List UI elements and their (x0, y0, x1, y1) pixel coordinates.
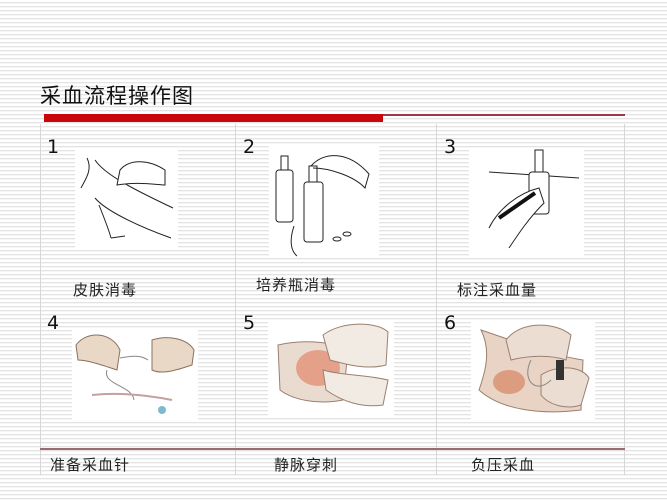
culture-bottle-disinfection-illustration (269, 146, 379, 258)
vacuum-blood-collection-illustration (471, 320, 595, 420)
grid-line (40, 124, 41, 475)
step-number: 1 (47, 136, 60, 158)
grid-line (624, 124, 625, 475)
step-card-4: 4 准备采血针 (40, 300, 235, 475)
step-label: 标注采血量 (457, 281, 538, 299)
step-number: 6 (444, 312, 457, 334)
venipuncture-illustration (268, 320, 394, 416)
step-number: 2 (243, 136, 256, 158)
title-underline (383, 114, 625, 116)
title-accent-bar (44, 114, 383, 122)
step-number: 5 (243, 312, 256, 334)
step-label: 准备采血针 (50, 456, 131, 474)
label-blood-volume-illustration (469, 148, 584, 258)
grid-line (235, 124, 236, 475)
prepare-blood-needle-illustration (72, 330, 198, 420)
step-number: 3 (444, 136, 457, 158)
step-card-2: 2 培养瓶消毒 (236, 124, 431, 299)
step-card-5: 5 静脉穿刺 (236, 300, 431, 475)
page-title: 采血流程操作图 (40, 84, 194, 108)
row-divider (40, 448, 625, 450)
step-number: 4 (47, 312, 60, 334)
step-label: 皮肤消毒 (73, 281, 138, 299)
step-card-1: 1 皮肤消毒 (40, 124, 235, 299)
step-label: 负压采血 (471, 456, 536, 474)
step-card-6: 6 负压采血 (437, 300, 632, 475)
grid-line (436, 124, 437, 475)
step-label: 静脉穿刺 (274, 456, 339, 474)
step-card-3: 3 标注采血量 (437, 124, 632, 299)
step-label: 培养瓶消毒 (256, 276, 337, 294)
steps-grid: 1 皮肤消毒 2 (40, 124, 625, 475)
skin-disinfection-illustration (75, 150, 178, 250)
